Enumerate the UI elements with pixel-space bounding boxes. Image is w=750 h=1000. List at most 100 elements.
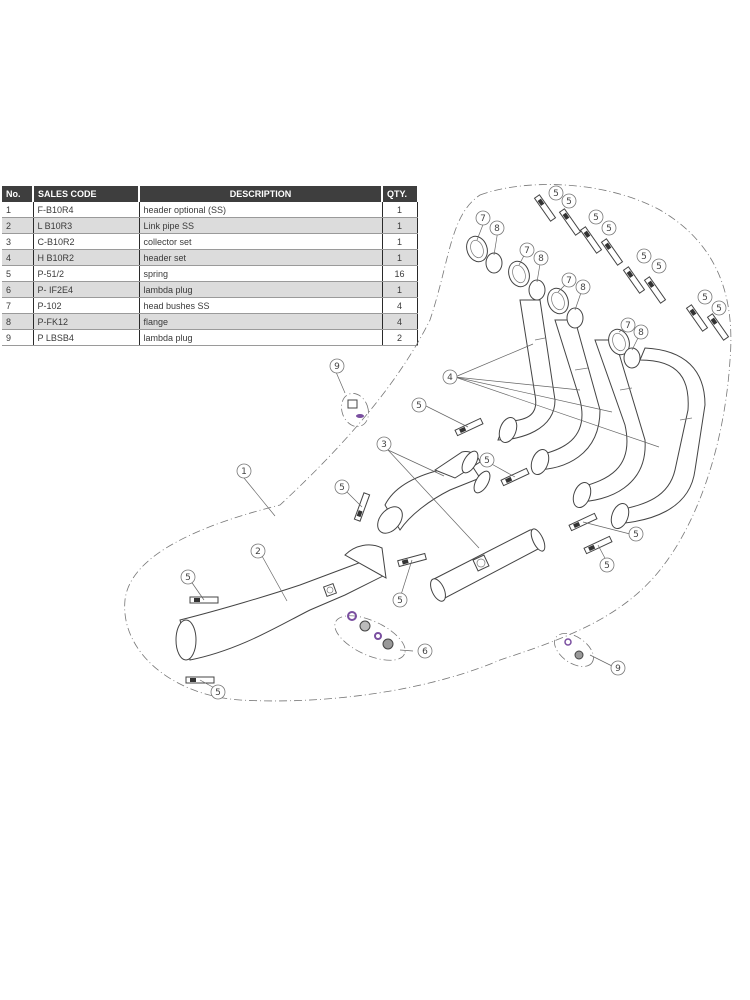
row-description: collector set <box>139 233 383 250</box>
table-row: 1 F-B10R4 header optional (SS) 1 <box>2 202 418 218</box>
callout-7: 7 <box>561 272 577 288</box>
row-qty: 4 <box>382 297 418 314</box>
row-code: C-B10R2 <box>33 233 140 250</box>
header-qty: QTY. <box>382 186 417 202</box>
svg-text:3: 3 <box>381 440 387 450</box>
svg-text:5: 5 <box>641 252 647 262</box>
header-sales-code: SALES CODE <box>33 186 140 202</box>
callout-5: 5 <box>561 193 577 209</box>
svg-text:5: 5 <box>416 401 422 411</box>
svg-text:5: 5 <box>185 573 191 583</box>
row-no: 4 <box>2 249 34 266</box>
callout-6: 6 <box>417 643 433 659</box>
svg-text:4: 4 <box>447 373 453 383</box>
header-no: No. <box>2 186 34 202</box>
head-bushes-and-flanges <box>466 235 641 369</box>
lambda-plug-kit <box>334 611 406 661</box>
svg-text:5: 5 <box>656 262 662 272</box>
svg-text:5: 5 <box>215 688 221 698</box>
svg-text:5: 5 <box>702 293 708 303</box>
svg-text:5: 5 <box>553 189 559 199</box>
svg-text:5: 5 <box>604 561 610 571</box>
row-description: header set <box>139 249 383 266</box>
svg-text:9: 9 <box>615 664 621 674</box>
svg-text:5: 5 <box>716 304 722 314</box>
header-description: DESCRIPTION <box>139 186 383 202</box>
row-code: P LBSB4 <box>33 329 140 346</box>
row-description: spring <box>139 265 383 282</box>
callout-4: 4 <box>442 369 458 385</box>
svg-text:5: 5 <box>339 483 345 493</box>
row-no: 2 <box>2 217 34 234</box>
callout-5: 5 <box>711 300 727 316</box>
row-description: lambda plug <box>139 329 383 346</box>
svg-text:5: 5 <box>566 197 572 207</box>
row-code: P-FK12 <box>33 313 140 330</box>
callout-5: 5 <box>548 185 564 201</box>
svg-text:7: 7 <box>480 214 486 224</box>
row-description: lambda plug <box>139 281 383 298</box>
callout-8: 8 <box>489 220 505 236</box>
row-qty: 1 <box>382 217 418 234</box>
callout-3: 3 <box>376 436 392 452</box>
row-qty: 1 <box>382 233 418 250</box>
callout-8: 8 <box>575 279 591 295</box>
row-no: 9 <box>2 329 34 346</box>
svg-text:5: 5 <box>397 596 403 606</box>
row-qty: 16 <box>382 265 418 282</box>
callout-5: 5 <box>411 397 427 413</box>
table-row: 6 P- IF2E4 lambda plug 1 <box>2 281 418 298</box>
svg-text:6: 6 <box>422 647 428 657</box>
callout-5: 5 <box>636 248 652 264</box>
callout-7: 7 <box>620 317 636 333</box>
row-description: head bushes SS <box>139 297 383 314</box>
row-qty: 1 <box>382 202 418 218</box>
table-row: 2 L B10R3 Link pipe SS 1 <box>2 217 418 234</box>
row-qty: 1 <box>382 281 418 298</box>
callout-9-lower: 9 <box>610 660 626 676</box>
svg-text:8: 8 <box>638 328 644 338</box>
row-no: 7 <box>2 297 34 314</box>
header-pipes <box>497 299 706 530</box>
svg-text:7: 7 <box>566 276 572 286</box>
callout-1: 1 <box>236 463 252 479</box>
callout-5: 5 <box>479 452 495 468</box>
svg-text:8: 8 <box>538 254 544 264</box>
callout-5: 5 <box>599 557 615 573</box>
svg-text:8: 8 <box>494 224 500 234</box>
svg-text:2: 2 <box>255 547 261 557</box>
collector-upper <box>377 450 491 534</box>
link-pipe <box>175 544 387 661</box>
callout-5: 5 <box>651 258 667 274</box>
callout-8: 8 <box>533 250 549 266</box>
lambda-plug-kit-right <box>554 633 594 667</box>
row-code: P- IF2E4 <box>33 281 140 298</box>
table-header-row: No. SALES CODE DESCRIPTION QTY. <box>2 186 417 202</box>
callout-5: 5 <box>628 526 644 542</box>
callout-5: 5 <box>392 592 408 608</box>
svg-text:8: 8 <box>580 283 586 293</box>
svg-text:5: 5 <box>593 213 599 223</box>
table-row: 4 H B10R2 header set 1 <box>2 249 418 266</box>
row-no: 8 <box>2 313 34 330</box>
table-row: 3 C-B10R2 collector set 1 <box>2 233 418 250</box>
row-no: 1 <box>2 202 34 218</box>
callout-7: 7 <box>519 242 535 258</box>
row-code: F-B10R4 <box>33 202 140 218</box>
table-row: 5 P-51/2 spring 16 <box>2 265 418 282</box>
lambda-plug-upper <box>341 393 369 427</box>
callout-5: 5 <box>601 220 617 236</box>
svg-text:5: 5 <box>606 224 612 234</box>
svg-text:9: 9 <box>334 362 340 372</box>
table-row: 7 P-102 head bushes SS 4 <box>2 297 418 314</box>
assembly-boundary <box>124 184 732 702</box>
svg-text:7: 7 <box>524 246 530 256</box>
callout-2: 2 <box>250 543 266 559</box>
callouts: 1 2 3 4 6 9 9 5 5 5 5 5 5 5 5 5 5 5 5 5 … <box>180 185 727 700</box>
svg-text:5: 5 <box>484 456 490 466</box>
row-no: 6 <box>2 281 34 298</box>
row-qty: 4 <box>382 313 418 330</box>
svg-text:7: 7 <box>625 321 631 331</box>
callout-9-upper: 9 <box>329 358 345 374</box>
